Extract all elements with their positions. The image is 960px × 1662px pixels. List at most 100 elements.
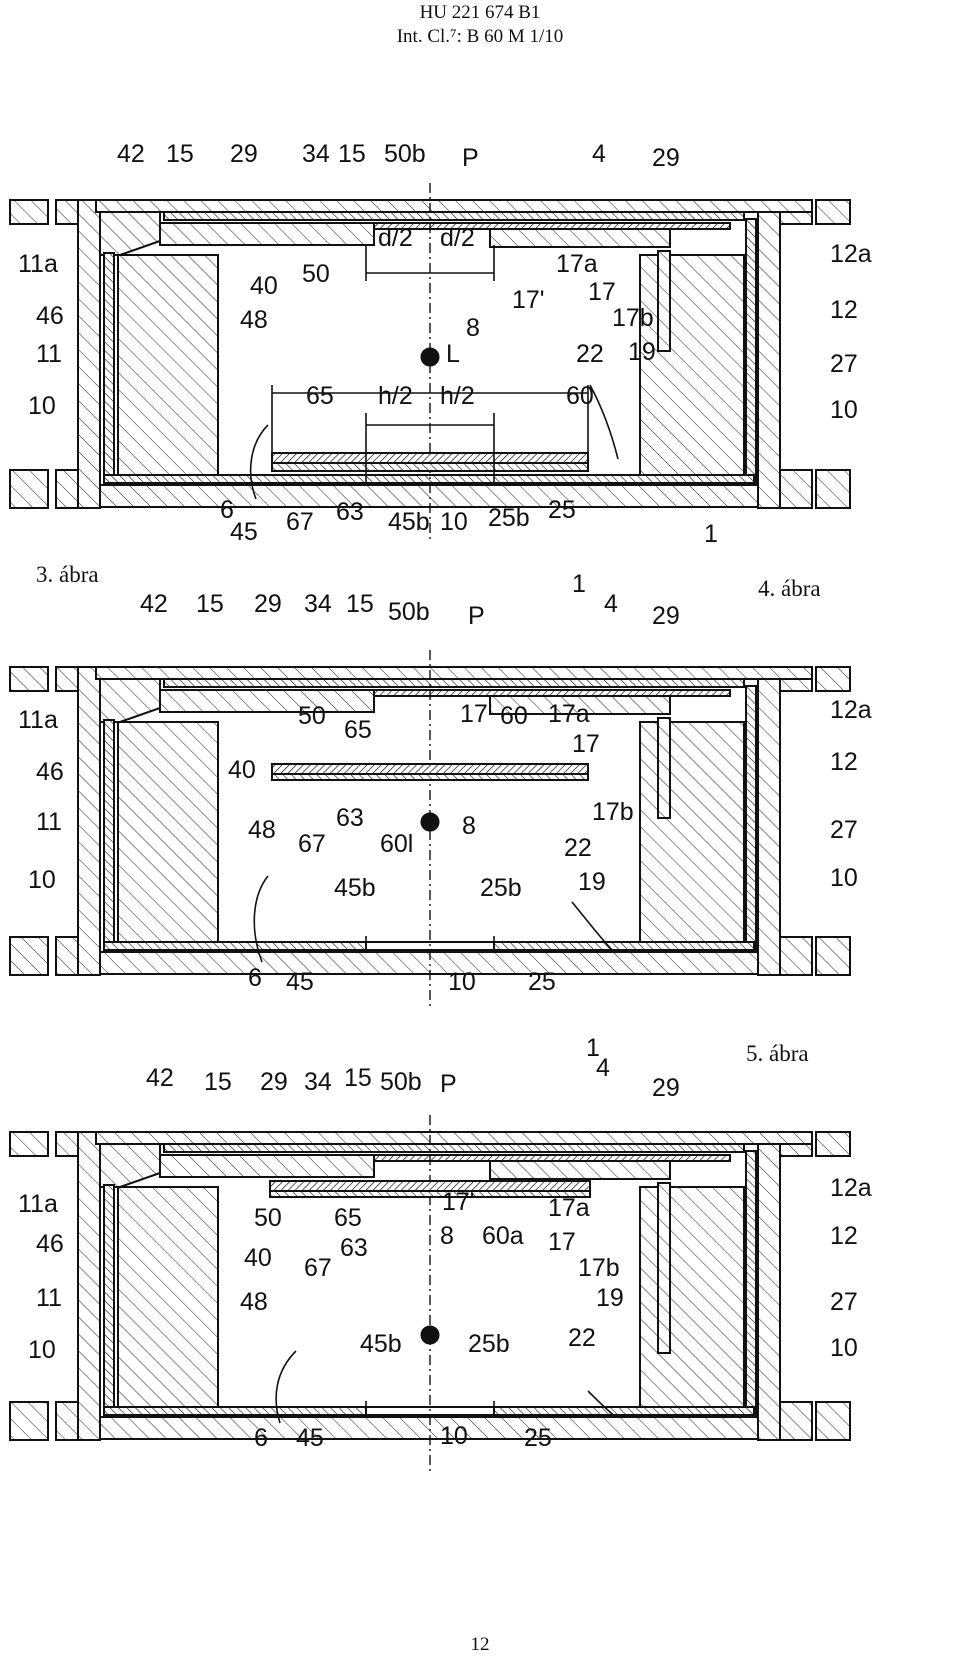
layer-29: [163, 678, 745, 688]
flange-17b: [657, 1182, 671, 1354]
reference-label: 34: [302, 140, 330, 168]
reference-label: 42: [146, 1064, 174, 1092]
left-flange-bottom: [9, 1401, 49, 1441]
corner-block-42: [99, 678, 161, 723]
figure-caption-4: 4. ábra: [758, 576, 821, 601]
left-flange-bottom: [9, 469, 49, 509]
reference-label: 12a: [830, 696, 872, 724]
flow-arrow-6: [253, 875, 269, 963]
reference-label: 65: [306, 382, 334, 410]
centre-point-8: [420, 1325, 440, 1345]
reference-label: 40: [250, 272, 278, 300]
figure-caption-3: 3. ábra: [36, 562, 99, 587]
inner-lining-27: [745, 1150, 757, 1416]
reference-label: 10: [28, 1336, 56, 1364]
left-wall-11: [77, 199, 101, 509]
reference-label: 45b: [388, 508, 430, 536]
reference-label: 17: [548, 1228, 576, 1256]
reference-label: 50b: [380, 1068, 422, 1096]
flow-arrow-22: [571, 901, 615, 953]
inner-lining-46: [103, 1184, 115, 1414]
reference-label: 10: [440, 508, 468, 536]
reference-label: 4: [596, 1054, 610, 1082]
reference-label: 50: [302, 260, 330, 288]
reference-label: 6: [248, 964, 262, 992]
reference-label: d/2: [440, 224, 475, 252]
reference-label: 17': [460, 700, 493, 728]
insulation-block-48: [117, 1186, 219, 1408]
reference-label: 4: [604, 590, 618, 618]
plate-67: [271, 462, 589, 472]
reference-label: 10: [830, 864, 858, 892]
reference-label: 50: [298, 702, 326, 730]
reference-label: 17': [442, 1188, 475, 1216]
reference-label: 48: [240, 1288, 268, 1316]
right-wall-12: [757, 199, 781, 509]
reference-label: 11a: [18, 1190, 58, 1218]
reference-label: P: [462, 144, 479, 172]
inner-lining-27: [745, 685, 757, 951]
reference-label: 48: [240, 306, 268, 334]
reference-label: 10: [440, 1422, 468, 1450]
right-flange-bottom-b: [775, 936, 813, 976]
reference-label: 12a: [830, 1174, 872, 1202]
left-flange-bottom: [9, 936, 49, 976]
upper-plate-17: [489, 695, 671, 715]
top-cover-4: [95, 199, 813, 213]
reference-label: 67: [304, 1254, 332, 1282]
reference-label: 19: [596, 1284, 624, 1312]
reference-label: 67: [286, 508, 314, 536]
reference-label: 12a: [830, 240, 872, 268]
reference-label: 45b: [334, 874, 376, 902]
reference-label: 63: [336, 498, 364, 526]
plate-60: [271, 452, 589, 464]
reference-label: 45: [286, 968, 314, 996]
reference-label: 63: [336, 804, 364, 832]
flow-arrow-22: [589, 384, 619, 460]
reference-label: 17a: [548, 700, 590, 728]
reference-label: 10: [830, 396, 858, 424]
insulation-block-48: [117, 721, 219, 943]
reference-label: 15: [338, 140, 366, 168]
reference-label: 46: [36, 758, 64, 786]
reference-label: 25b: [488, 504, 530, 532]
reference-label: 1: [586, 1034, 600, 1062]
layer-29: [163, 1143, 745, 1153]
reference-label: 11a: [18, 250, 58, 278]
classification: Int. Cl.⁷: B 60 M 1/10: [396, 26, 564, 47]
reference-label: 40: [244, 1244, 272, 1272]
bottom-plate-10: [99, 951, 759, 975]
reference-label: 22: [576, 340, 604, 368]
insulation-block-19: [639, 721, 745, 943]
reference-label: 25: [524, 1424, 552, 1452]
reference-label: d/2: [378, 224, 413, 252]
upper-plate-17: [489, 1160, 671, 1180]
reference-label: 34: [304, 590, 332, 618]
reference-label: 11a: [18, 706, 58, 734]
upper-plate-50: [159, 689, 375, 713]
reference-label: 27: [830, 816, 858, 844]
flow-arrow-6: [249, 424, 269, 500]
reference-label: 45: [296, 1424, 324, 1452]
reference-label: 48: [248, 816, 276, 844]
reference-label: 17b: [578, 1254, 620, 1282]
reference-label: 8: [462, 812, 476, 840]
flow-arrow-22: [587, 1390, 617, 1418]
insulation-block-48: [117, 254, 219, 476]
reference-label: 67: [298, 830, 326, 858]
flange-17b: [657, 250, 671, 352]
reference-label: 8: [440, 1222, 454, 1250]
centre-point-8: [420, 347, 440, 367]
reference-label: 22: [568, 1324, 596, 1352]
reference-label: 15: [166, 140, 194, 168]
reference-label: 15: [346, 590, 374, 618]
reference-label: 22: [564, 834, 592, 862]
top-cover-4: [95, 1131, 813, 1145]
reference-label: 17: [588, 278, 616, 306]
reference-label: 15: [196, 590, 224, 618]
top-cover-4: [95, 666, 813, 680]
insulation-block-19: [639, 1186, 745, 1408]
